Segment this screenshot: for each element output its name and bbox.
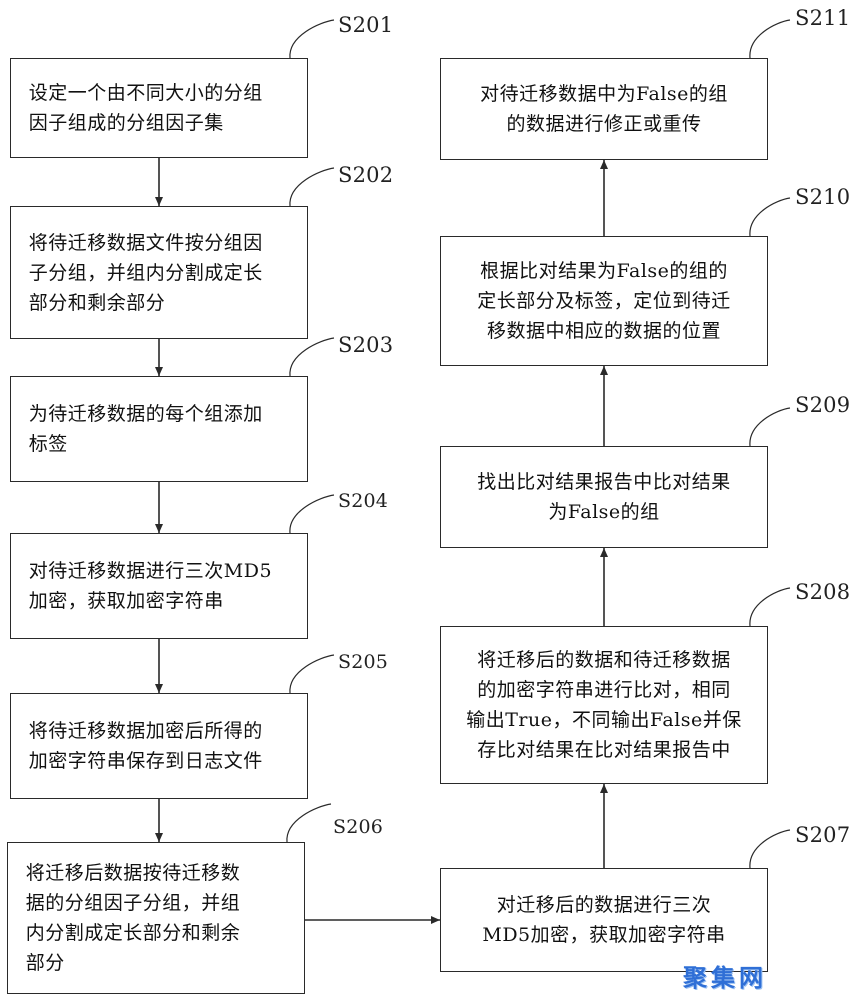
step-text-s211: 对待迁移数据中为False的组 的数据进行修正或重传: [480, 83, 728, 135]
step-box-s207: 对迁移后的数据进行三次 MD5加密，获取加密字符串: [440, 868, 768, 972]
label-callout-s211: [749, 19, 791, 59]
step-label-s203: S203: [338, 333, 394, 357]
step-box-s210: 根据比对结果为False的组的 定长部分及标签，定位到待迁 移数据中相应的数据的…: [440, 236, 768, 366]
step-text-s207: 对迁移后的数据进行三次 MD5加密，获取加密字符串: [482, 894, 726, 946]
label-callout-s206: [286, 803, 332, 843]
step-box-s208: 将迁移后的数据和待迁移数据 的加密字符串进行比对，相同 输出True，不同输出F…: [440, 626, 768, 784]
step-label-s208: S208: [795, 580, 851, 604]
step-text-s209: 找出比对结果报告中比对结果 为False的组: [477, 471, 731, 523]
step-label-s202: S202: [338, 163, 394, 187]
label-callout-s203: [289, 337, 335, 377]
step-label-s211: S211: [795, 6, 851, 30]
label-callout-s209: [749, 407, 791, 447]
step-box-s204: 对待迁移数据进行三次MD5 加密，获取加密字符串: [10, 533, 308, 639]
step-label-s201: S201: [338, 13, 394, 37]
step-text-s208: 将迁移后的数据和待迁移数据 的加密字符串进行比对，相同 输出True，不同输出F…: [466, 649, 742, 761]
step-text-s203: 为待迁移数据的每个组添加 标签: [28, 403, 263, 455]
label-callouts: [286, 19, 791, 869]
step-label-s206: S206: [333, 816, 384, 838]
step-text-s204: 对待迁移数据进行三次MD5 加密，获取加密字符串: [28, 560, 273, 612]
site-watermark: 聚集网: [683, 964, 767, 992]
step-label-s205: S205: [338, 651, 389, 673]
label-callout-s205: [289, 654, 335, 694]
step-label-s209: S209: [795, 393, 851, 417]
step-label-s204: S204: [338, 490, 389, 512]
step-box-s202: 将待迁移数据文件按分组因 子分组，并组内分割成定长 部分和剩余部分: [10, 206, 308, 339]
label-callout-s204: [289, 494, 335, 534]
label-callout-s202: [289, 167, 335, 207]
step-text-s205: 将待迁移数据加密后所得的 加密字符串保存到日志文件: [28, 720, 263, 772]
step-text-s201: 设定一个由不同大小的分组 因子组成的分组因子集: [28, 82, 263, 134]
step-box-s211: 对待迁移数据中为False的组 的数据进行修正或重传: [440, 58, 768, 160]
step-box-s203: 为待迁移数据的每个组添加 标签: [10, 376, 308, 482]
label-callout-s208: [749, 587, 791, 627]
connector-arrows: [155, 158, 608, 924]
step-box-s201: 设定一个由不同大小的分组 因子组成的分组因子集: [10, 58, 308, 158]
step-text-s206: 将迁移后数据按待迁移数 据的分组因子分组，并组 内分割成定长部分和剩余 部分: [25, 862, 241, 974]
step-box-s205: 将待迁移数据加密后所得的 加密字符串保存到日志文件: [10, 693, 308, 799]
label-callout-s210: [749, 197, 791, 237]
label-callout-s201: [289, 19, 335, 59]
step-box-s206: 将迁移后数据按待迁移数 据的分组因子分组，并组 内分割成定长部分和剩余 部分: [7, 842, 305, 994]
step-label-s207: S207: [795, 823, 851, 847]
step-text-s202: 将待迁移数据文件按分组因 子分组，并组内分割成定长 部分和剩余部分: [28, 231, 263, 314]
step-box-s209: 找出比对结果报告中比对结果 为False的组: [440, 446, 768, 548]
step-label-s210: S210: [795, 185, 851, 209]
label-callout-s207: [749, 829, 791, 869]
step-text-s210: 根据比对结果为False的组的 定长部分及标签，定位到待迁 移数据中相应的数据的…: [477, 260, 731, 342]
